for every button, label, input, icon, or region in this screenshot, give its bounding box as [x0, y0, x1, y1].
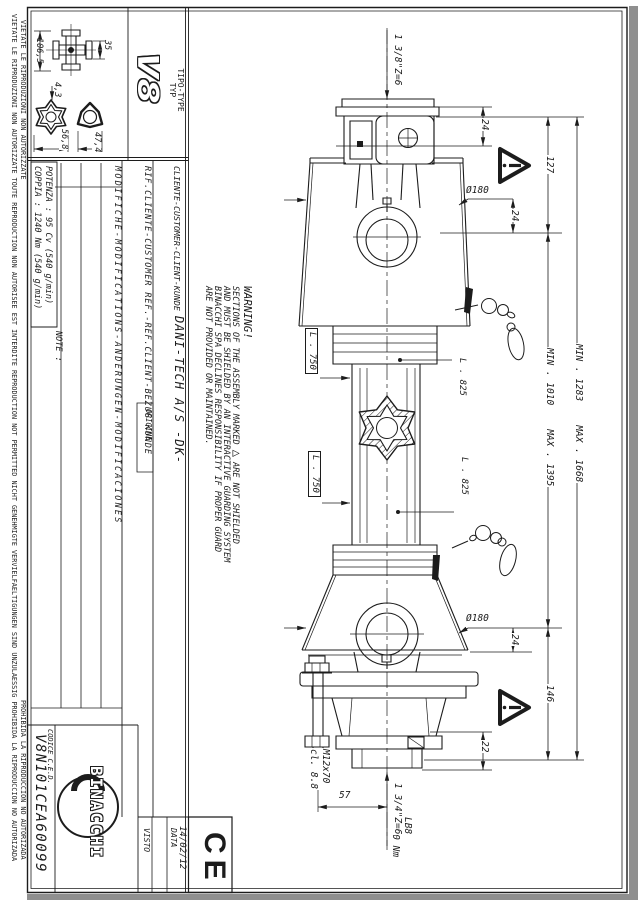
- warning-line1b: ARE NOT SHIELDED: [230, 462, 240, 545]
- dim-triangle-width: 47,4: [92, 131, 102, 154]
- warning-line2: AND MUST BE SHIELDED BY AN INTERACTIVE G…: [221, 286, 231, 563]
- brand-logo-text: BINACCHI: [87, 766, 106, 860]
- dim-24: 24: [509, 633, 520, 647]
- dim-dia180: Ø180: [466, 185, 489, 196]
- page-edge-bottom: [27, 894, 638, 900]
- star-profile-drawing: [34, 86, 68, 152]
- sheet-frame: [28, 8, 628, 893]
- type-label: TIPO-TYPE TYP: [167, 55, 185, 125]
- dimension-lines: [284, 107, 584, 812]
- dim-spline-top: 1 3/8"Z=6: [392, 33, 403, 87]
- warning-line4: ARE NOT PROVIDED OR MAINTAINED.: [203, 286, 213, 445]
- dim-guard-length: L . 750: [307, 451, 321, 497]
- dim-146: 146: [544, 684, 555, 704]
- visto-label: VISTO: [142, 828, 151, 853]
- bolt-class: cl. 8.8: [308, 748, 320, 791]
- page-edge-right: [629, 6, 638, 897]
- coppia-text: COPPIA : 1240 Nm (540 g/min): [32, 166, 42, 310]
- cross-journal-drawing: [34, 24, 105, 76]
- warning-triangle-icon: [500, 691, 529, 724]
- safety-chain-icon: [455, 287, 527, 361]
- dim-cup-diameter: 35: [102, 40, 112, 51]
- warning-inline-triangle-icon: △: [230, 449, 244, 457]
- tube-cross-section: [359, 396, 414, 460]
- dim-24: 24: [509, 209, 520, 223]
- dim-min-max-outer: MIN . 1283MAX . 1668: [573, 343, 584, 484]
- warning-triangle-icon: [500, 149, 529, 182]
- dim-57: 57: [338, 790, 352, 801]
- dim-star-width: 56,8: [59, 128, 69, 151]
- potenza-text: POTENZA : 95 Cv (540 g/min): [43, 166, 53, 305]
- triangle-profile-drawing: [78, 103, 102, 152]
- title-block-grid: [28, 8, 232, 893]
- data-value: 14/02/12: [177, 826, 187, 870]
- warning-line3: BINACCHI SPA DECLINES RESPONSIBILITY IF …: [212, 286, 222, 553]
- note-label: NOTE :: [53, 331, 63, 362]
- margin-copyright-text: VIETATE LE RIPRODUZIONI NON AUTORIZZATE …: [10, 14, 18, 862]
- type-label-line2: TYP: [167, 82, 177, 98]
- warning-title: WARNING!: [241, 286, 254, 339]
- ce-mark: CE: [198, 832, 231, 886]
- type-value-v8: V8: [131, 52, 164, 105]
- power-torque-block: POTENZA : 95 Cv (540 g/min) COPPIA : 124…: [31, 166, 53, 309]
- warning-line1a: SECTIONS OF THE ASSEMBLY MARKED: [230, 286, 240, 445]
- dim-min-inner: MIN . 1010: [544, 348, 555, 406]
- binacchi-logo-icon: [58, 777, 118, 837]
- dim-max-inner: MAX . 1395: [544, 429, 555, 487]
- margin-copyright-repeat: PROHIBIDA LA RIPRODUCCION NO AUTORIZADA: [19, 700, 27, 860]
- dim-24: 24: [479, 118, 490, 132]
- dim-tube-length: L . 825: [457, 358, 467, 396]
- clutch-model: LB8: [402, 817, 413, 835]
- shear-bolt-clutch: [300, 656, 478, 768]
- warning-text-block: WARNING! SECTIONS OF THE ASSEMBLY MARKED…: [203, 286, 254, 563]
- margin-copyright-repeat: VIETATE LE RIPRODUZIONI NON AUTORIZZATE: [19, 20, 27, 180]
- dim-spline-bottom: 1 3/4"Z=6: [392, 782, 403, 836]
- dim-min-max-inner: MIN . 1010MAX . 1395: [544, 347, 555, 488]
- type-label-line1: TIPO-TYPE: [176, 68, 185, 112]
- dim-127: 127: [544, 155, 555, 175]
- dim-journal-width: 106,5: [34, 38, 44, 64]
- bolt-size: M12x70: [319, 748, 331, 791]
- dim-22: 22: [479, 740, 490, 754]
- safety-chain-icon: [432, 526, 519, 581]
- dim-dia180: Ø180: [466, 613, 489, 624]
- dim-wall-thickness: 4,3: [52, 82, 62, 98]
- bolt-spec-block: M12x70 cl. 8.8: [308, 748, 331, 791]
- modifiche-header: MODIFICHE-MODIFICATIONS-ANDERUNGEN-MODIF…: [112, 166, 122, 525]
- warning-line1: SECTIONS OF THE ASSEMBLY MARKED △ ARE NO…: [230, 286, 244, 562]
- codice-value: V8N101CEA60099: [32, 734, 48, 874]
- dim-guard-length: L . 750: [304, 328, 318, 374]
- pto-shaft-drawing: [299, 28, 492, 850]
- dim-max-outer: MAX . 1668: [573, 425, 584, 483]
- dim-min-outer: MIN . 1283: [573, 344, 584, 402]
- cliente-header: CLIENTE-CUSTOMER-CLIENT-KUNDE: [172, 166, 182, 311]
- dim-tube-length: L . 825: [459, 457, 469, 495]
- origine-label: ORIGINE: [144, 409, 153, 441]
- cliente-value: DANI-TECH A/S -DK-: [172, 316, 186, 465]
